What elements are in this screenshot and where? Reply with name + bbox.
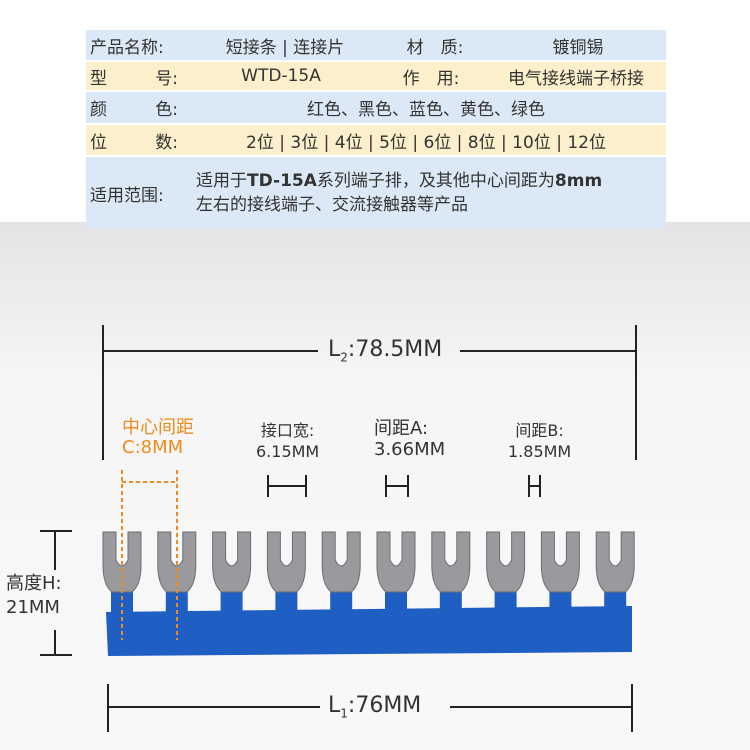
text: 适用于 (196, 171, 247, 191)
gap-a-label: 间距A:3.66MM (374, 418, 445, 460)
l1-label: L1:76MM (328, 693, 421, 720)
text: 高度H: (6, 573, 62, 594)
label: 型 号: (86, 64, 186, 89)
fork-terminal (595, 531, 635, 593)
fork-terminal (486, 531, 526, 593)
label: 颜 色: (86, 95, 186, 120)
dimension-lines (40, 325, 637, 732)
terminal-neck (165, 590, 188, 614)
terminal-neck (439, 590, 462, 614)
fork-terminal (431, 531, 471, 593)
fork-terminal (266, 531, 306, 593)
terminal-neck (494, 590, 517, 614)
fork-terminal (321, 531, 361, 593)
scope-line-1: 适用于TD-15A系列端子排，及其他中心间距为8mm (196, 169, 666, 193)
text: L (328, 337, 341, 362)
product-photo-background (0, 222, 750, 750)
text: 6.15MM (256, 442, 320, 461)
text: :76MM (347, 693, 422, 718)
value: 电气接线端子桥接 (508, 68, 644, 89)
label-part: 数: (155, 132, 178, 153)
fork-terminal (212, 531, 252, 593)
spec-row-color: 颜 色: 红色、黑色、蓝色、黄色、绿色 (86, 92, 666, 123)
fork-terminal (102, 531, 142, 593)
text: 接口宽: (260, 421, 315, 440)
label-part: 号: (155, 68, 178, 89)
terminal-neck (330, 590, 353, 614)
label-part: 型 (90, 68, 107, 89)
value: 短接条 | 连接片 (225, 37, 345, 58)
label-part: 色: (155, 100, 178, 120)
label-part: 颜 (90, 100, 107, 120)
spec-table: 产品名称: 短接条 | 连接片 材 质: 镀铜锡 型 号: WTD-15A 作 用… (86, 30, 666, 231)
text: TD-15A (247, 171, 317, 191)
spec-row-model: 型 号: WTD-15A 作 用: 电气接线端子桥接 (86, 62, 666, 90)
gap-b-label: 间距B: 1.85MM (508, 420, 571, 462)
text: 1.85MM (508, 442, 572, 461)
terminal-neck (549, 590, 572, 614)
fork-terminal (376, 531, 416, 593)
value: WTD-15A (241, 66, 321, 86)
text: :78.5MM (347, 337, 443, 362)
height-label: 高度H: 21MM (6, 572, 62, 620)
center-distance-marker (121, 470, 178, 640)
value: 红色、黑色、蓝色、黄色、绿色 (307, 100, 545, 120)
gap-b-marker (528, 475, 541, 497)
value: 适用于TD-15A系列端子排，及其他中心间距为8mm 左右的接线端子、交流接触器… (194, 169, 666, 217)
terminal-neck (385, 590, 407, 614)
terminal-neck (220, 590, 243, 614)
text: 1 (340, 706, 348, 721)
spec-row-scope: 适用范围: 适用于TD-15A系列端子排，及其他中心间距为8mm 左右的接线端子… (86, 157, 666, 229)
terminal-neck (604, 590, 627, 614)
scope-line-2: 左右的接线端子、交流接触器等产品 (196, 195, 468, 215)
terminal-neck (111, 590, 133, 614)
terminal-strip (102, 531, 635, 656)
text: 8mm (554, 171, 603, 191)
label: 材 质: (406, 37, 464, 58)
blue-insulated-bar (106, 606, 632, 656)
label-part: 位 (90, 132, 107, 153)
value: 2位 | 3位 | 4位 | 5位 | 6位 | 8位 | 10位 | 12位 (246, 132, 606, 153)
text: L (328, 693, 341, 718)
text: 21MM (6, 597, 60, 618)
l2-label: L2:78.5MM (328, 337, 442, 364)
label: 作 用: (402, 68, 460, 89)
terminal-neck (275, 590, 298, 614)
text: 间距B: (515, 421, 564, 440)
port-width-label: 接口宽: 6.15MM (256, 420, 319, 462)
value: 镀铜锡 (552, 37, 604, 58)
text: 系列端子排，及其他中心间距为 (316, 171, 555, 191)
label: 适用范围: (90, 185, 164, 206)
text: C:8MM (122, 437, 184, 458)
gap-a-marker (385, 475, 409, 497)
label: 位 数: (86, 128, 186, 153)
port-width-marker (267, 475, 307, 497)
text: 3.66MM (374, 439, 446, 460)
text: 中心间距 (122, 417, 194, 438)
label: 产品名称: (90, 37, 164, 58)
spec-row-name: 产品名称: 短接条 | 连接片 材 质: 镀铜锡 (86, 30, 666, 60)
spec-row-positions: 位 数: 2位 | 3位 | 4位 | 5位 | 6位 | 8位 | 10位 | … (86, 125, 666, 155)
fork-terminal (540, 531, 580, 593)
text: 2 (340, 350, 348, 365)
text: 间距A: (374, 418, 429, 439)
fork-terminal (157, 531, 197, 593)
